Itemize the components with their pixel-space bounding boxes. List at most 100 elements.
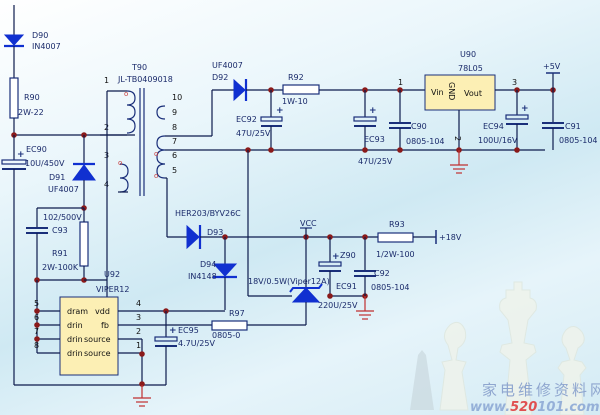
d91-ref: D91: [49, 173, 65, 182]
watermark-url: www.520101.com: [470, 400, 600, 415]
junction: [139, 351, 145, 357]
u90-gnd: GND: [447, 82, 456, 100]
u90-value: 78L05: [458, 64, 483, 73]
r92-ref: R92: [288, 73, 304, 82]
r93-ref: R93: [389, 220, 405, 229]
d91-value: UF4007: [48, 185, 79, 194]
ec94-polarity: +: [521, 104, 529, 114]
resistor-r92: [282, 84, 320, 95]
svg-text:o: o: [118, 159, 122, 167]
ground-symbol: [133, 385, 151, 407]
t90-pin7: 7: [172, 137, 177, 146]
u90-vout: Vout: [464, 89, 482, 98]
u92-pin5: 5: [34, 299, 39, 308]
t90-pin1: 1: [104, 76, 109, 85]
ec90-polarity: +: [17, 150, 25, 160]
t90-pin6: 6: [172, 151, 177, 160]
t90-pin8: 8: [172, 123, 177, 132]
chess-pieces-decoration: [410, 281, 587, 415]
zener-z90: [291, 287, 321, 303]
u92-pin3: 3: [136, 313, 141, 322]
u92-pin8: 8: [34, 341, 39, 350]
junction: [34, 336, 40, 342]
u90-ref: U90: [460, 50, 476, 59]
r97-ref: R97: [229, 309, 245, 318]
d90-value: IN4007: [32, 42, 61, 51]
c93-ref: C93: [52, 226, 68, 235]
watermark-site-name: 家电维修资料网: [482, 381, 600, 399]
svg-text:o: o: [154, 172, 158, 180]
u92-pin-drin-1: drin: [67, 321, 83, 330]
z90-ref: Z90: [340, 251, 356, 260]
r91-value: 2W-100K: [42, 263, 79, 272]
ec91-ref: EC91: [336, 282, 357, 291]
u92-pin-fb: fb: [101, 321, 109, 330]
u90-pin1-label: 1: [398, 78, 403, 87]
resistor-r90: [9, 77, 19, 119]
u92-pin-dram: dram: [67, 307, 88, 316]
c90-value: 0805-104: [406, 137, 445, 146]
u92-ref: U92: [104, 270, 120, 279]
d93-value: HER203/BYV26C: [175, 209, 241, 218]
d92-ref: D92: [212, 73, 228, 82]
r90-ref: R90: [24, 93, 40, 102]
resistor-r97: [211, 320, 248, 331]
ground-symbol: [450, 150, 468, 174]
ec95-ref: EC95: [178, 326, 199, 335]
d93-ref: D93: [207, 228, 223, 237]
d94-ref: D94: [200, 260, 216, 269]
u90-pin3-label: 3: [512, 78, 517, 87]
watermark-url-prefix: www.: [470, 400, 510, 415]
u92-pin6: 6: [34, 313, 39, 322]
r93-value: 1/2W-100: [376, 250, 415, 259]
d94-value: IN4148: [188, 272, 217, 281]
u92-pin-vdd: vdd: [95, 307, 110, 316]
r91-ref: R91: [52, 249, 68, 258]
ground-symbol: [356, 296, 374, 320]
ec90-ref: EC90: [26, 145, 47, 154]
r97-value: 0805-0: [212, 331, 240, 340]
ec93-polarity: +: [369, 106, 377, 116]
watermark-url-suffix: 101.com: [537, 400, 599, 415]
ec91-value: 220U/25V: [318, 301, 358, 310]
ec93-value: 47U/25V: [358, 157, 393, 166]
diode-d93: [186, 224, 200, 250]
u90-pin2-label: 2: [453, 136, 462, 141]
u90-vin: Vin: [431, 88, 444, 97]
t90-pin5: 5: [172, 166, 177, 175]
junction: [139, 381, 145, 387]
junction: [397, 147, 403, 153]
r90-value: 2W-22: [18, 108, 44, 117]
z90-value: 18V/0.5W(Viper12A): [248, 277, 330, 286]
t90-ref: T90: [131, 63, 147, 72]
ec94-ref: EC94: [483, 122, 504, 131]
u92-pin-source-2: source: [84, 349, 111, 358]
net-plus5v: +5V: [543, 62, 561, 71]
zener-z90-bar: [289, 283, 323, 293]
ec92-polarity: +: [276, 106, 284, 116]
svg-text:o: o: [124, 90, 128, 98]
junction: [327, 293, 333, 299]
net-vcc: VCC: [300, 219, 317, 228]
cap-ec92-plate: [260, 116, 283, 122]
cap-ec95-plate: [154, 336, 178, 342]
ic-u90-78l05: [424, 74, 496, 111]
u92-value: VIPER12: [96, 285, 129, 294]
r92-value: 1W-10: [282, 97, 308, 106]
cap-ec90-plate: [1, 159, 27, 165]
ic-u92-viper12: [59, 296, 119, 376]
cap-ec94-plate: [505, 114, 529, 120]
ec95-value: 4.7U/25V: [178, 339, 215, 348]
u92-pin-drin-2: drin: [67, 335, 83, 344]
junction: [34, 308, 40, 314]
cap-ec91-plate: [318, 261, 342, 267]
c91-value: 0805-104: [559, 136, 598, 145]
ec95-polarity: +: [169, 326, 177, 336]
watermark-url-highlight: 520: [510, 400, 537, 415]
u92-pin1: 1: [136, 341, 141, 350]
u92-pin-drin-3: drin: [67, 349, 83, 358]
t90-pin10: 10: [172, 93, 182, 102]
junction: [362, 147, 368, 153]
resistor-r93: [377, 232, 414, 243]
